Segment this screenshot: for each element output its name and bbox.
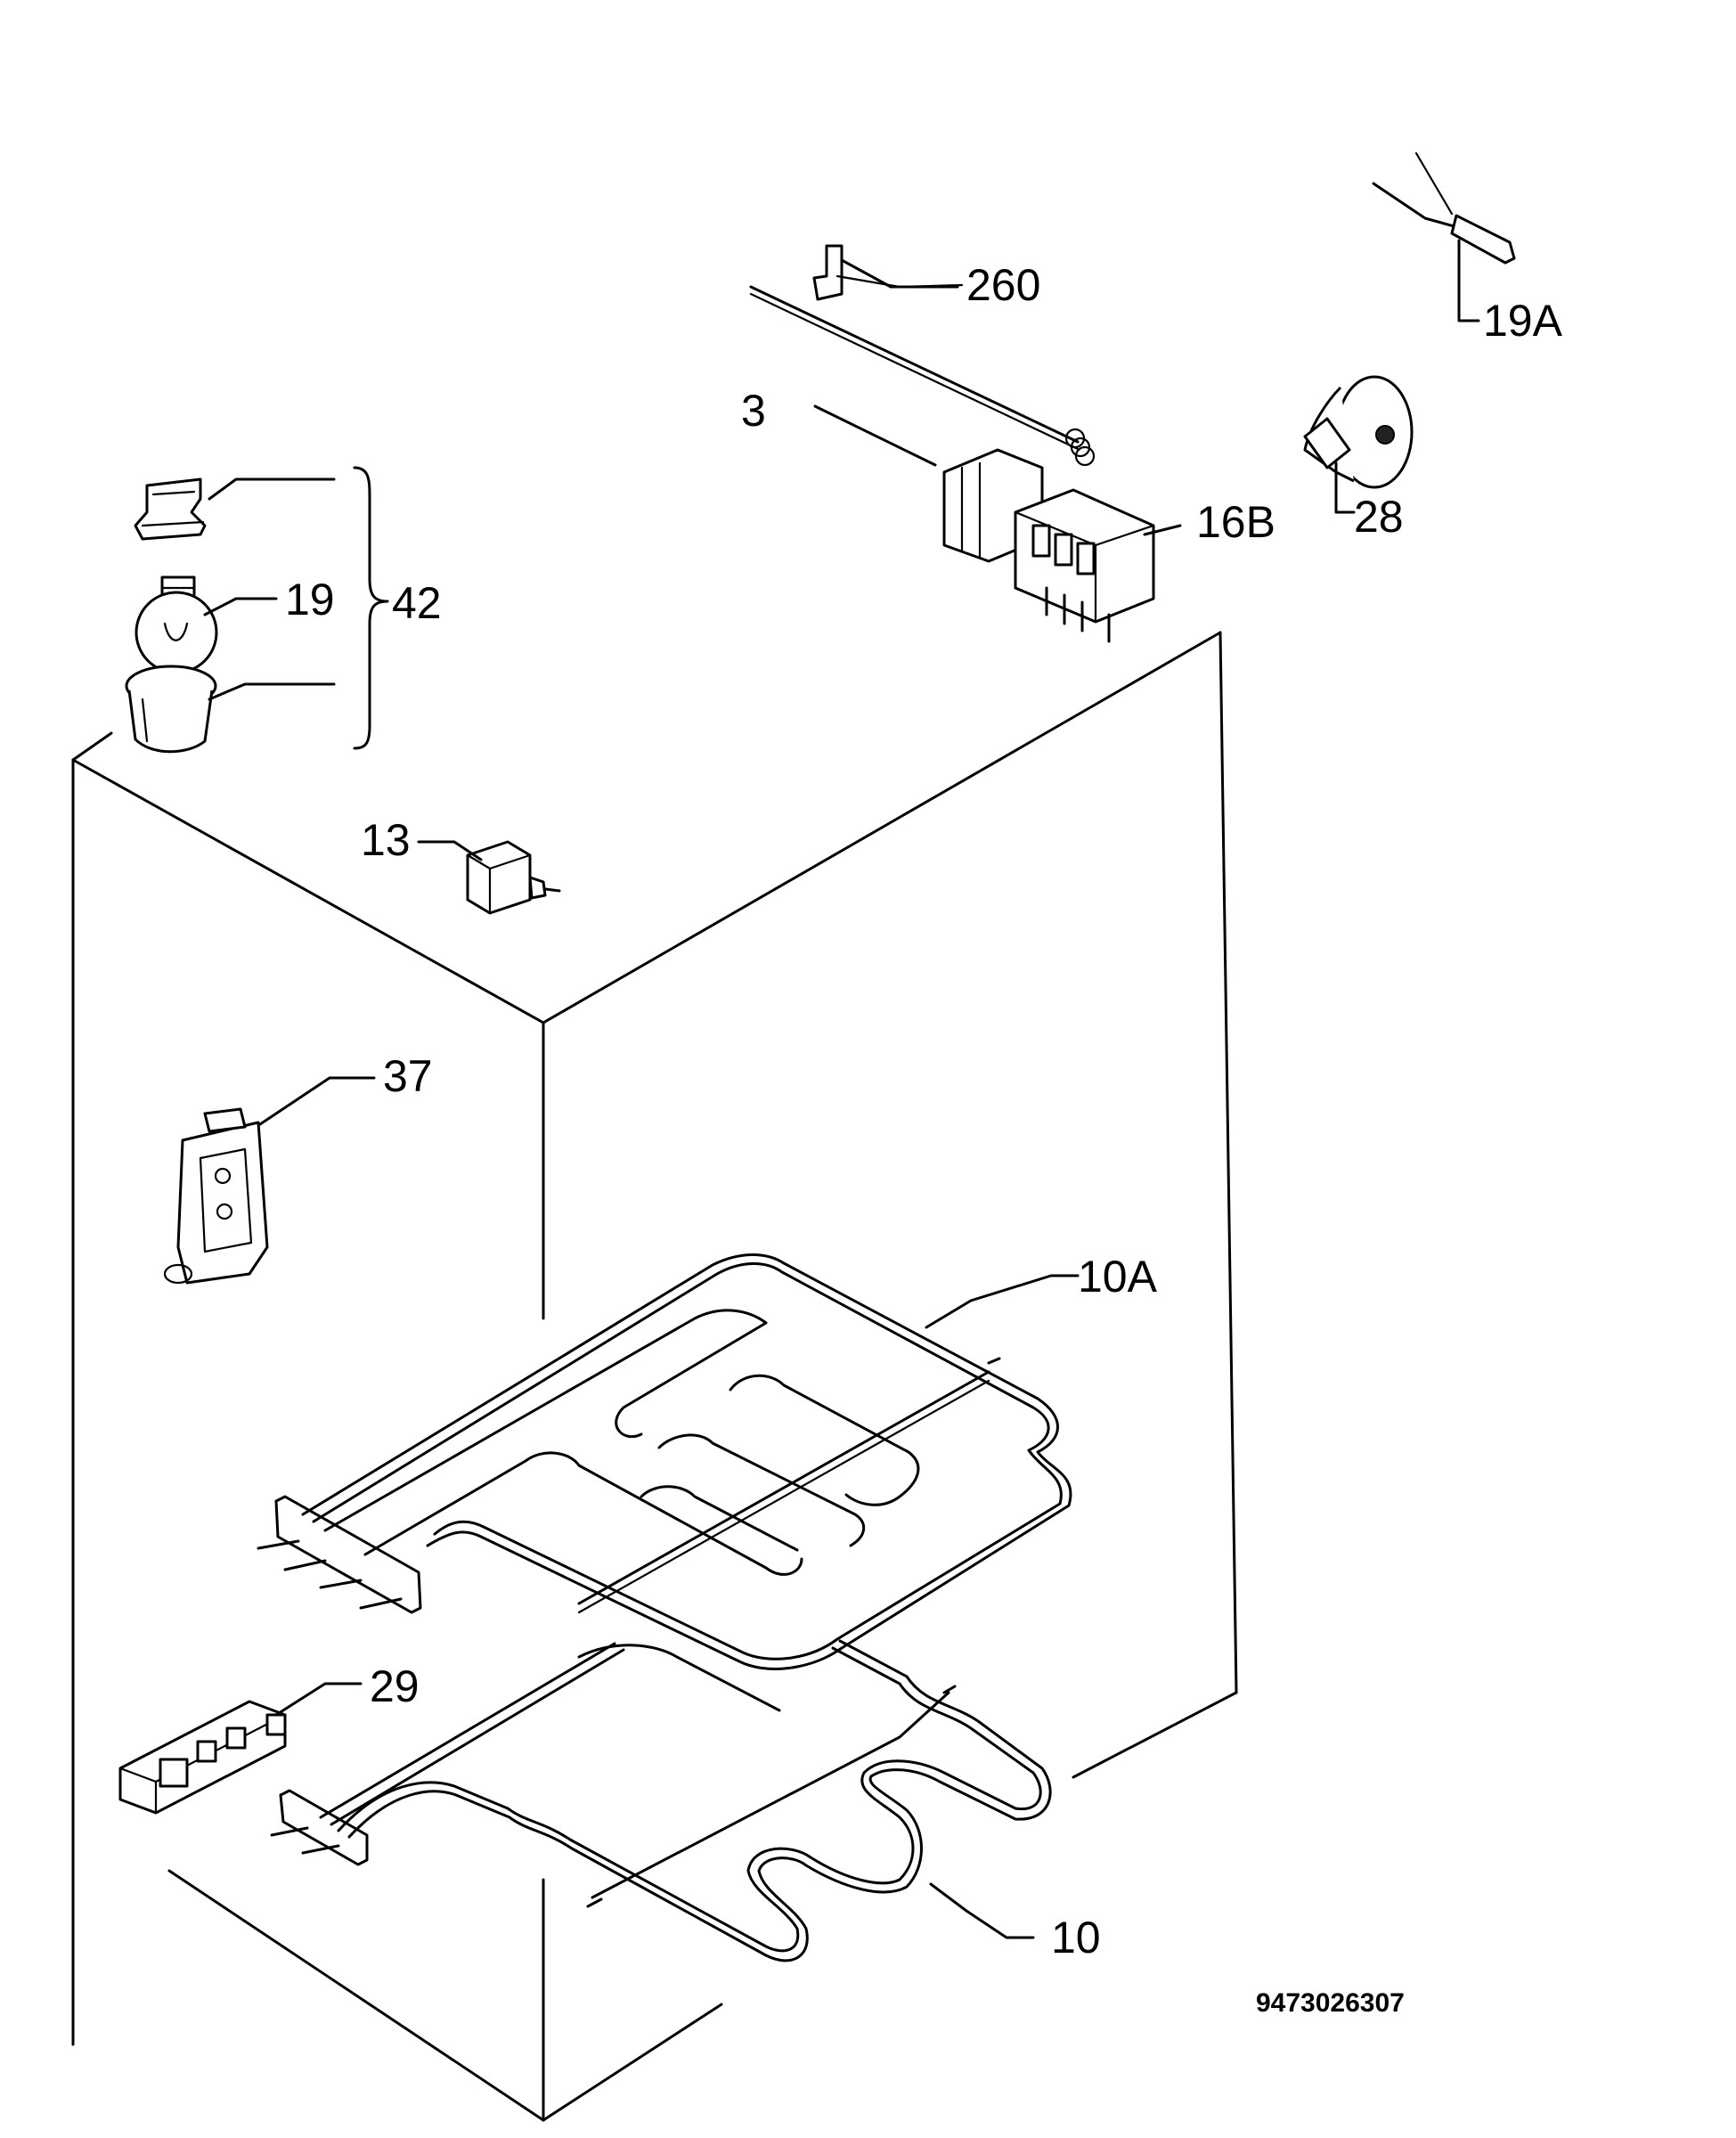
drawing-code: 9473026307 bbox=[1256, 1988, 1405, 2018]
label-16b: 16B bbox=[1196, 497, 1276, 547]
label-10: 10 bbox=[1051, 1913, 1101, 1963]
part-lamp-cover bbox=[125, 665, 336, 754]
label-42: 42 bbox=[392, 578, 442, 628]
part-10-bottom-element bbox=[270, 1639, 1052, 1963]
label-37: 37 bbox=[383, 1051, 433, 1101]
part-260-clip bbox=[812, 244, 964, 301]
oven-cabinet-outline bbox=[71, 631, 1238, 2122]
label-10a: 10A bbox=[1078, 1252, 1158, 1302]
part-29-connector-block bbox=[118, 1682, 363, 1815]
part-19-lamp-bulb bbox=[134, 575, 278, 674]
part-28-motor bbox=[1303, 375, 1414, 514]
label-19a: 19A bbox=[1483, 296, 1563, 346]
label-3: 3 bbox=[741, 386, 766, 436]
label-19: 19 bbox=[285, 575, 335, 624]
label-13: 13 bbox=[361, 815, 411, 865]
brace-42 bbox=[353, 466, 389, 750]
label-28: 28 bbox=[1354, 492, 1404, 542]
part-19a-sensor bbox=[1372, 151, 1516, 322]
part-16b-selector-switch bbox=[1014, 488, 1182, 643]
label-260: 260 bbox=[966, 260, 1040, 310]
part-labels: 260 19A 3 16B 28 19 42 13 37 10A 29 10 9… bbox=[285, 258, 1563, 2018]
part-lamp-holder bbox=[134, 477, 336, 541]
label-29: 29 bbox=[370, 1661, 420, 1711]
part-10a-grill-element bbox=[257, 1253, 1080, 1670]
part-37-terminal-block bbox=[163, 1076, 376, 1285]
part-13-push-switch bbox=[417, 840, 561, 915]
